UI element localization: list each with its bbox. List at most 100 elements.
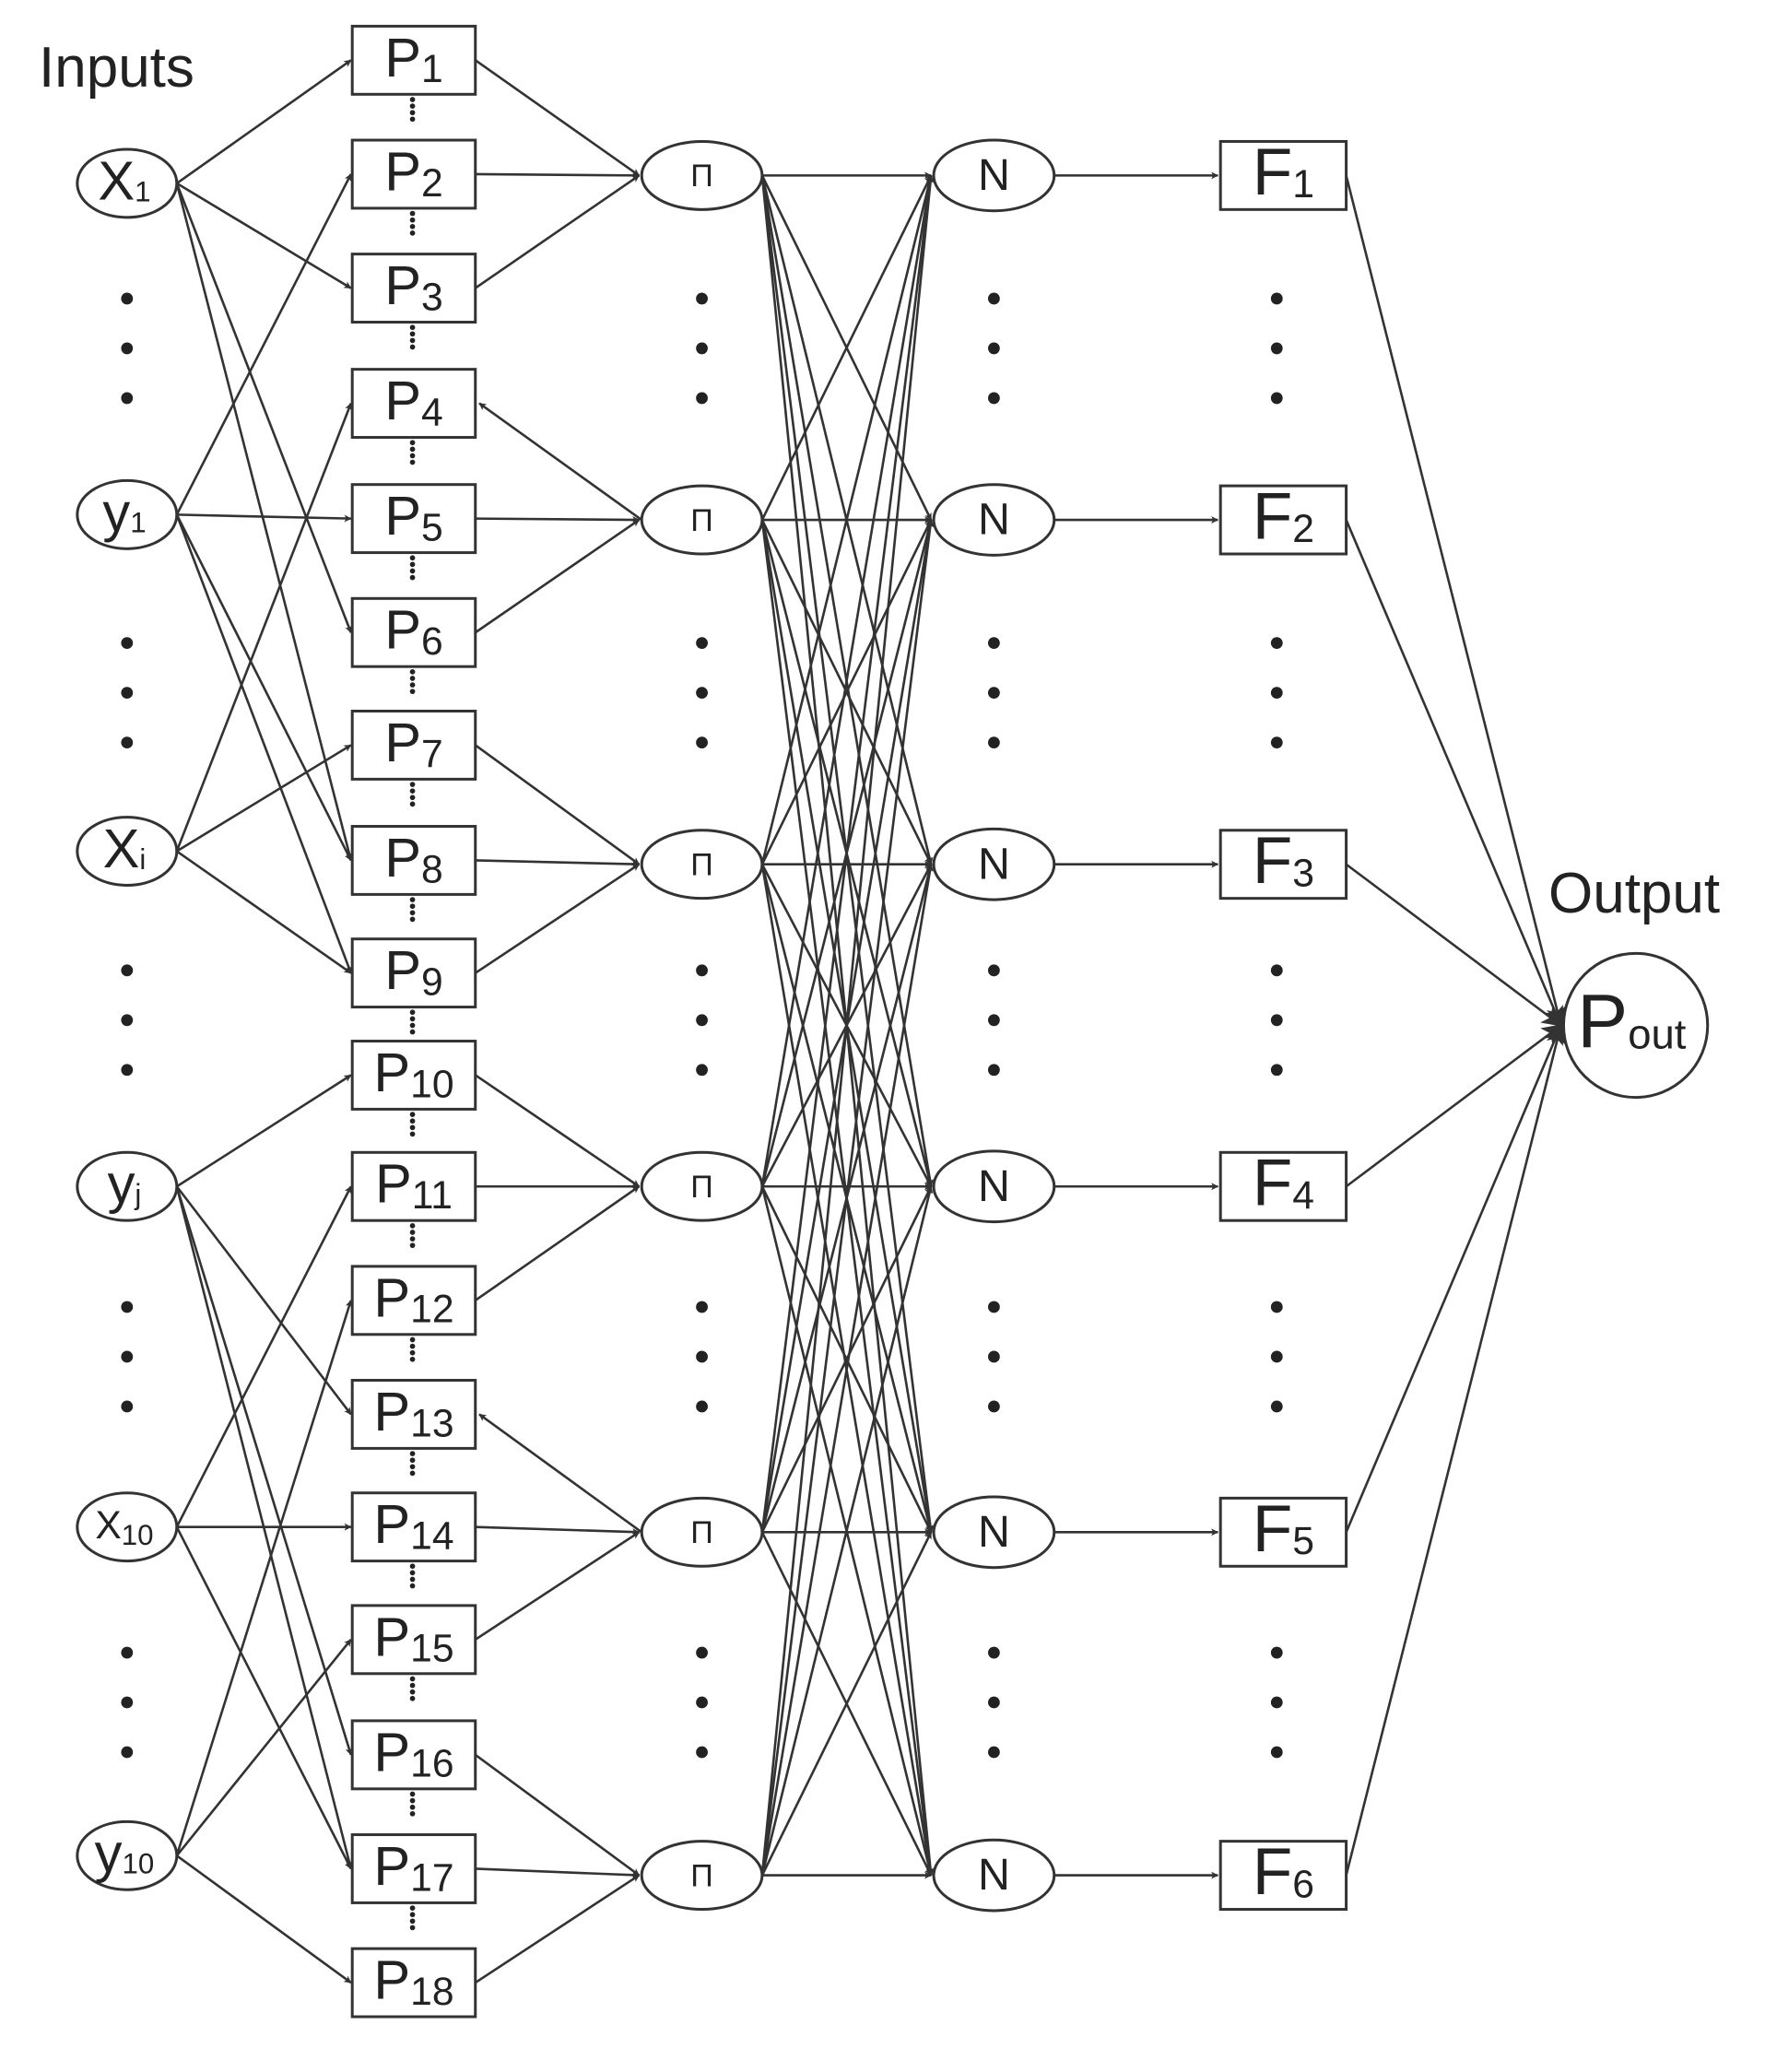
p-node-label-7: P7 (384, 712, 443, 777)
p-node-16 (350, 1719, 477, 1791)
p-node-label-12: P12 (373, 1266, 453, 1332)
f-node-4 (1218, 1150, 1348, 1222)
connection-arrow (478, 1413, 642, 1534)
ellipsis-dot (409, 1009, 416, 1016)
ellipsis-dot (121, 1696, 134, 1709)
inputs-label: Inputs (39, 36, 194, 100)
p-node-11 (350, 1150, 477, 1222)
normalization-node (932, 1149, 1056, 1224)
ellipsis-dot (696, 1696, 708, 1709)
ellipsis-dot (409, 1230, 416, 1235)
connection-arrow (475, 1185, 641, 1301)
ellipsis-dot (121, 1014, 134, 1027)
ellipsis-dot (409, 1349, 416, 1356)
p-node-6 (350, 596, 477, 668)
connection-arrow (760, 1185, 933, 1533)
ellipsis-dot (409, 459, 416, 465)
ellipsis-dot (409, 897, 416, 902)
ellipsis-dot (409, 223, 416, 230)
ellipsis-dot (987, 342, 1000, 355)
ellipsis-dot (409, 217, 416, 223)
ellipsis-dot (121, 1400, 134, 1413)
ellipsis-dot (696, 1746, 708, 1759)
ellipsis-dot (1270, 1350, 1283, 1363)
ellipsis-dot (409, 1464, 416, 1470)
ellipsis-dot (987, 1350, 1000, 1363)
ellipsis-dot (409, 1791, 416, 1797)
ellipsis-dot (121, 1064, 134, 1077)
ellipsis-dot (696, 1064, 708, 1077)
ellipsis-dot (1270, 1301, 1283, 1313)
ellipsis-dot (409, 97, 416, 102)
ellipsis-dot (409, 1804, 416, 1810)
ellipsis-dot (409, 1457, 416, 1464)
normalization-symbol: N (978, 150, 1010, 200)
connection-arrow (475, 1531, 641, 1641)
connection-arrow (475, 1525, 641, 1536)
ellipsis-dot (409, 1583, 416, 1589)
ellipsis-dot (409, 682, 416, 688)
f-node-label-6: F6 (1253, 1836, 1314, 1909)
connection-arrow (760, 863, 934, 1876)
p-node-label-2: P2 (384, 140, 443, 206)
ellipsis-dot (409, 782, 416, 787)
ellipsis-dot (121, 292, 134, 305)
ellipsis-dot (409, 1223, 416, 1229)
product-node (640, 1150, 764, 1222)
connection-arrow (760, 519, 933, 865)
connection-arrow (760, 1531, 933, 1877)
p-node-5 (350, 483, 477, 555)
p-node-12 (350, 1265, 477, 1336)
ellipsis-dot (696, 1350, 708, 1363)
connection-arrow (478, 402, 642, 522)
ellipsis-dot (409, 689, 416, 695)
ellipsis-dot (409, 1470, 416, 1477)
p-node-1 (350, 24, 477, 96)
connection-arrow (175, 1185, 353, 1756)
ellipsis-dot (696, 687, 708, 699)
connection-arrow (475, 174, 641, 289)
connection-arrow (475, 516, 641, 524)
ellipsis-dot (987, 1014, 1000, 1027)
ellipsis-dot (409, 1912, 416, 1918)
product-node (640, 829, 764, 901)
connection-arrow (176, 744, 352, 853)
ellipsis-dot (987, 964, 1000, 977)
ellipsis-dot (409, 230, 416, 236)
p-node-14 (350, 1491, 477, 1563)
ellipsis-dot (409, 1236, 416, 1242)
ellipsis-dot (1270, 964, 1283, 977)
ellipsis-dot (696, 736, 708, 748)
ellipsis-dot (987, 1696, 1000, 1709)
ellipsis-dot (409, 795, 416, 801)
connection-arrow (475, 1874, 641, 1984)
ellipsis-dot (696, 292, 708, 305)
ellipsis-dot (121, 1746, 134, 1759)
ellipsis-dot (409, 1797, 416, 1804)
product-symbol: Π (690, 159, 713, 194)
p-node-2 (350, 138, 477, 210)
ellipsis-dot (409, 1570, 416, 1576)
product-symbol: Π (690, 1515, 713, 1550)
connection-arrow (474, 1753, 641, 1877)
connection-arrow (176, 513, 352, 523)
ellipsis-dot (121, 637, 134, 650)
connection-arrow (176, 850, 352, 974)
ellipsis-dot (409, 1689, 416, 1695)
ellipsis-dot (409, 1124, 416, 1131)
input-label-y10: y10 (95, 1821, 155, 1883)
ellipsis-dot (121, 736, 134, 748)
p-node-label-14: P14 (373, 1493, 453, 1559)
p-node-label-4: P4 (384, 370, 443, 435)
ellipsis-dot (409, 1563, 416, 1570)
ellipsis-dot (409, 446, 416, 453)
connection-arrow (1345, 863, 1563, 1027)
ellipsis-dot (987, 392, 1000, 405)
ellipsis-dot (987, 1746, 1000, 1759)
ellipsis-dot (409, 669, 416, 675)
normalization-symbol: N (978, 1507, 1010, 1557)
f-node-1 (1218, 139, 1348, 211)
connection-arrow (760, 519, 935, 1876)
ellipsis-dot (409, 440, 416, 446)
ellipsis-dot (696, 1014, 708, 1027)
